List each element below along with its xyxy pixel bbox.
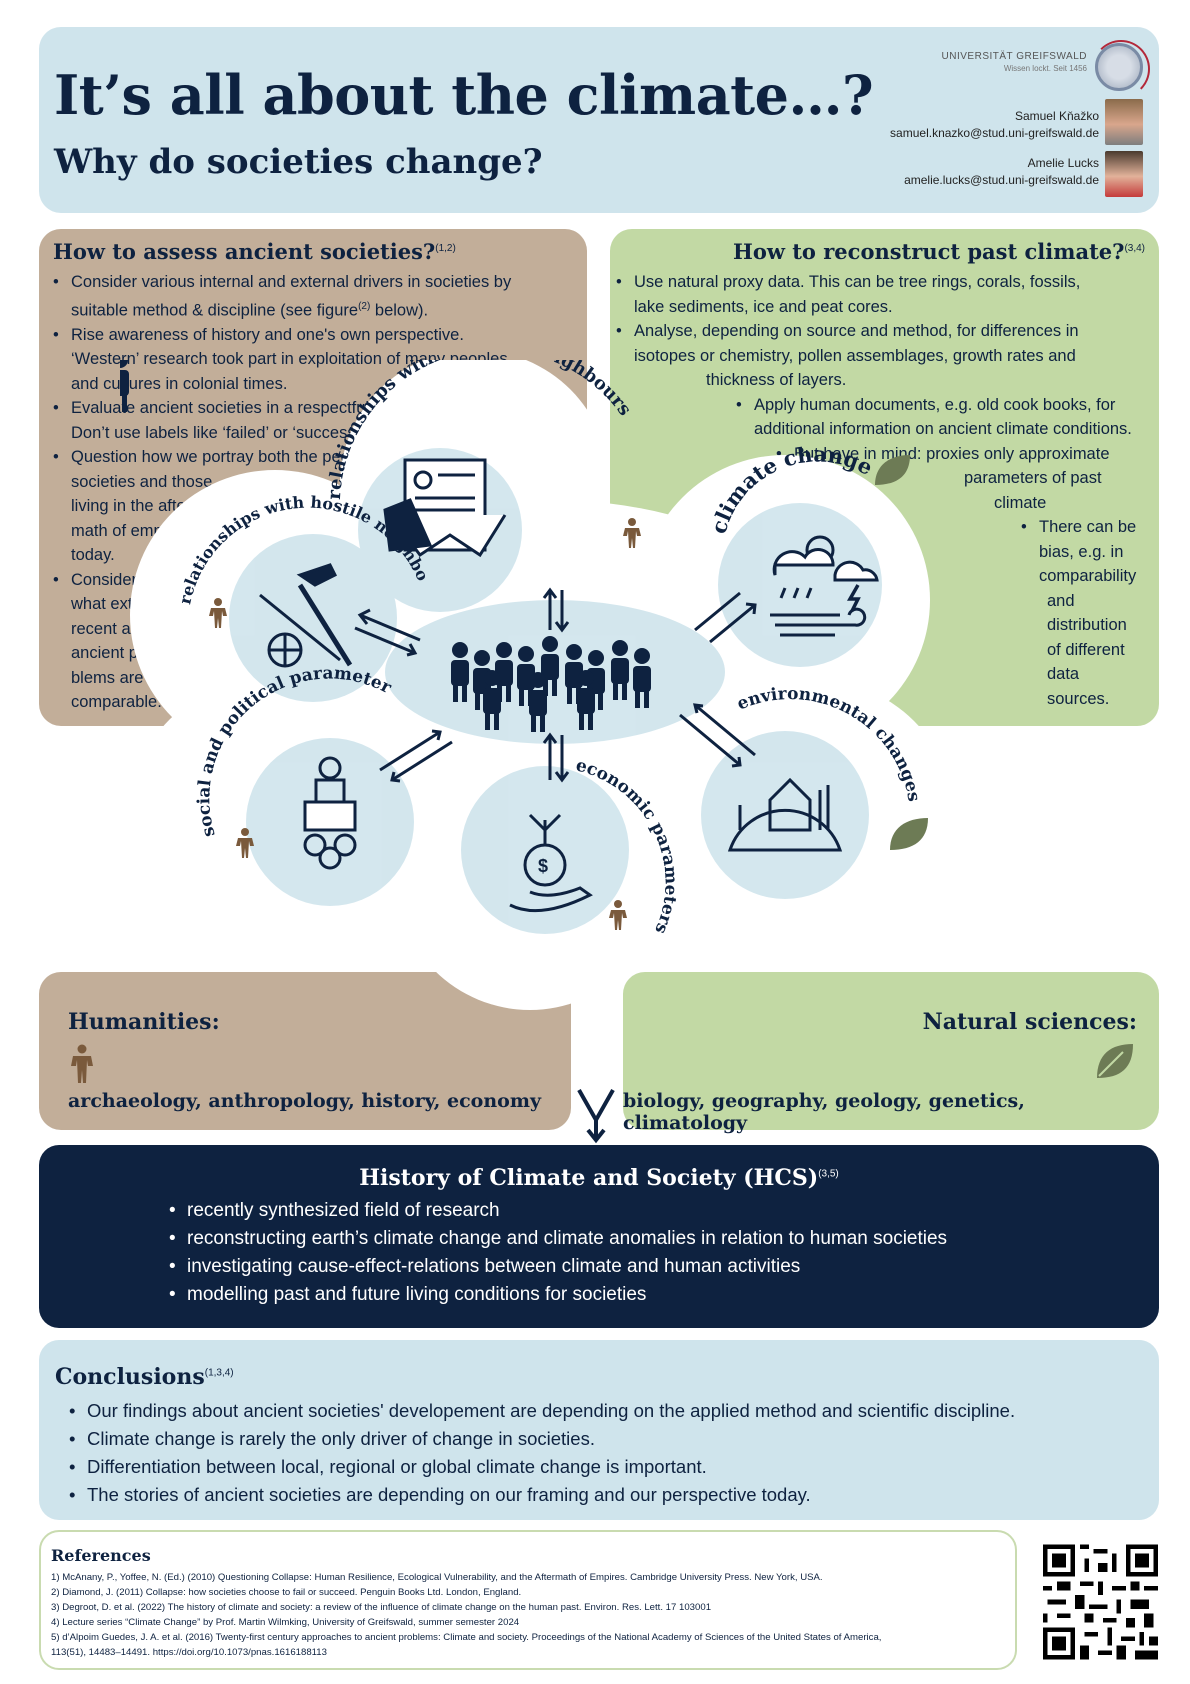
- list-item: Climate change is rarely the only driver…: [69, 1425, 1015, 1453]
- leaf-icon: [890, 818, 928, 850]
- natural-sciences-title: Natural sciences:: [922, 1009, 1137, 1035]
- handshake-contract-icon: [383, 458, 507, 558]
- reference-item: 3) Degroot, D. et al. (2022) The history…: [51, 1602, 712, 1613]
- conclusions-box: Conclusions(1,3,4) Our findings about an…: [39, 1340, 1159, 1520]
- list-item: Analyse, depending on source and method,…: [616, 319, 1156, 393]
- reference-item: 113(51), 14483–14491. https://doi.org/10…: [51, 1647, 327, 1658]
- relation-arrows: [354, 587, 757, 783]
- person-icon: [623, 518, 641, 548]
- university-motto: Wissen lockt. Seit 1456: [1003, 64, 1087, 73]
- conclusions-list: Our findings about ancient societies' de…: [69, 1397, 1015, 1509]
- humanities-title: Humanities:: [68, 1009, 220, 1035]
- environmental-circle: [701, 731, 869, 899]
- page-subtitle: Why do societies change?: [54, 142, 543, 182]
- reference-item: 5) d’Alpoim Guedes, J. A. et al. (2016) …: [51, 1632, 882, 1643]
- humanities-list: Consider various internal and external d…: [53, 270, 583, 715]
- svg-text:$: $: [538, 856, 548, 876]
- list-item: Use natural proxy data. This can be tree…: [616, 270, 1156, 319]
- humanities-disciplines-box: Humanities: archaeology, anthropology, h…: [39, 972, 571, 1130]
- list-item: Question how we portray both the people …: [53, 445, 583, 568]
- author-email[interactable]: samuel.knazko@stud.uni-greifswald.de: [890, 126, 1099, 140]
- list-item: Apply human documents, e.g. old cook boo…: [736, 393, 1156, 442]
- leaf-icon: [1097, 1044, 1133, 1078]
- money-hand-icon: $: [509, 813, 593, 913]
- weapons-icon: [259, 563, 353, 668]
- natural-box-title: How to reconstruct past climate?(3,4): [732, 239, 1145, 264]
- list-item: Our findings about ancient societies' de…: [69, 1397, 1015, 1425]
- chevron-down-icon: [577, 1089, 615, 1144]
- references-list: 1) McAnany, P., Yoffee, N. (Ed.) (2010) …: [51, 1570, 1005, 1660]
- author-photo: [1105, 99, 1143, 145]
- speaker-podium-icon: [303, 756, 357, 870]
- list-item: investigating cause-effect-relations bet…: [169, 1253, 947, 1281]
- list-item: Consider various internal and external d…: [53, 270, 583, 323]
- humanities-box-title: How to assess ancient societies?(1,2): [53, 239, 456, 264]
- list-item: There can be bias, e.g. in comparability…: [1021, 515, 1156, 711]
- hcs-list: recently synthesized field of research r…: [169, 1197, 947, 1309]
- person-icon: [609, 900, 627, 930]
- list-item: Differentiation between local, regional …: [69, 1453, 1015, 1481]
- conclusions-title: Conclusions(1,3,4): [55, 1364, 234, 1390]
- leaf-icon: [875, 455, 910, 485]
- list-item: recently synthesized field of research: [169, 1197, 947, 1225]
- natural-sciences-disciplines: biology, geography, geology, genetics, c…: [623, 1090, 1025, 1134]
- qr-code-icon[interactable]: [1043, 1543, 1158, 1661]
- natural-list: Use natural proxy data. This can be tree…: [616, 270, 1156, 711]
- university-seal-icon: [1092, 40, 1150, 98]
- page-title: It’s all about the climate…?: [54, 63, 874, 127]
- references-title: References: [51, 1546, 151, 1565]
- author-name: Samuel Kňažko: [1014, 109, 1099, 123]
- hcs-box: History of Climate and Society (HCS)(3,5…: [39, 1145, 1159, 1328]
- author-name: Amelie Lucks: [1027, 156, 1099, 170]
- references-box: References 1) McAnany, P., Yoffee, N. (E…: [39, 1530, 1017, 1670]
- person-icon: [236, 828, 254, 858]
- hcs-title: History of Climate and Society (HCS)(3,5…: [359, 1165, 839, 1191]
- reference-item: 1) McAnany, P., Yoffee, N. (Ed.) (2010) …: [51, 1572, 823, 1583]
- list-item: reconstructing earth’s climate change an…: [169, 1225, 947, 1253]
- author-photo: [1105, 151, 1143, 197]
- earth-house-icon: [727, 777, 843, 852]
- natural-disciplines-box: Natural sciences: biology, geography, ge…: [623, 972, 1159, 1134]
- list-item: modelling past and future living conditi…: [169, 1281, 947, 1309]
- humanities-disciplines: archaeology, anthropology, history, econ…: [68, 1090, 541, 1112]
- list-item: But have in mind: proxies only approxima…: [776, 442, 1156, 516]
- weather-icon: [770, 535, 879, 637]
- author-email[interactable]: amelie.lucks@stud.uni-greifswald.de: [904, 173, 1099, 187]
- crowd-icon: [120, 360, 651, 732]
- list-item: Rise awareness of history and one's own …: [53, 323, 583, 397]
- university-name: UNIVERSITÄT GREIFSWALD: [941, 51, 1087, 62]
- drivers-diagram: relationships with friendly neighbours r…: [120, 360, 955, 1010]
- person-icon: [71, 1044, 93, 1083]
- header: It’s all about the climate…? Why do soci…: [39, 27, 1159, 213]
- list-item: The stories of ancient societies are dep…: [69, 1481, 1015, 1509]
- person-icon: [209, 598, 227, 628]
- reference-item: 2) Diamond, J. (2011) Collapse: how soci…: [51, 1587, 522, 1598]
- reference-item: 4) Lecture series “Climate Change” by Pr…: [51, 1617, 520, 1628]
